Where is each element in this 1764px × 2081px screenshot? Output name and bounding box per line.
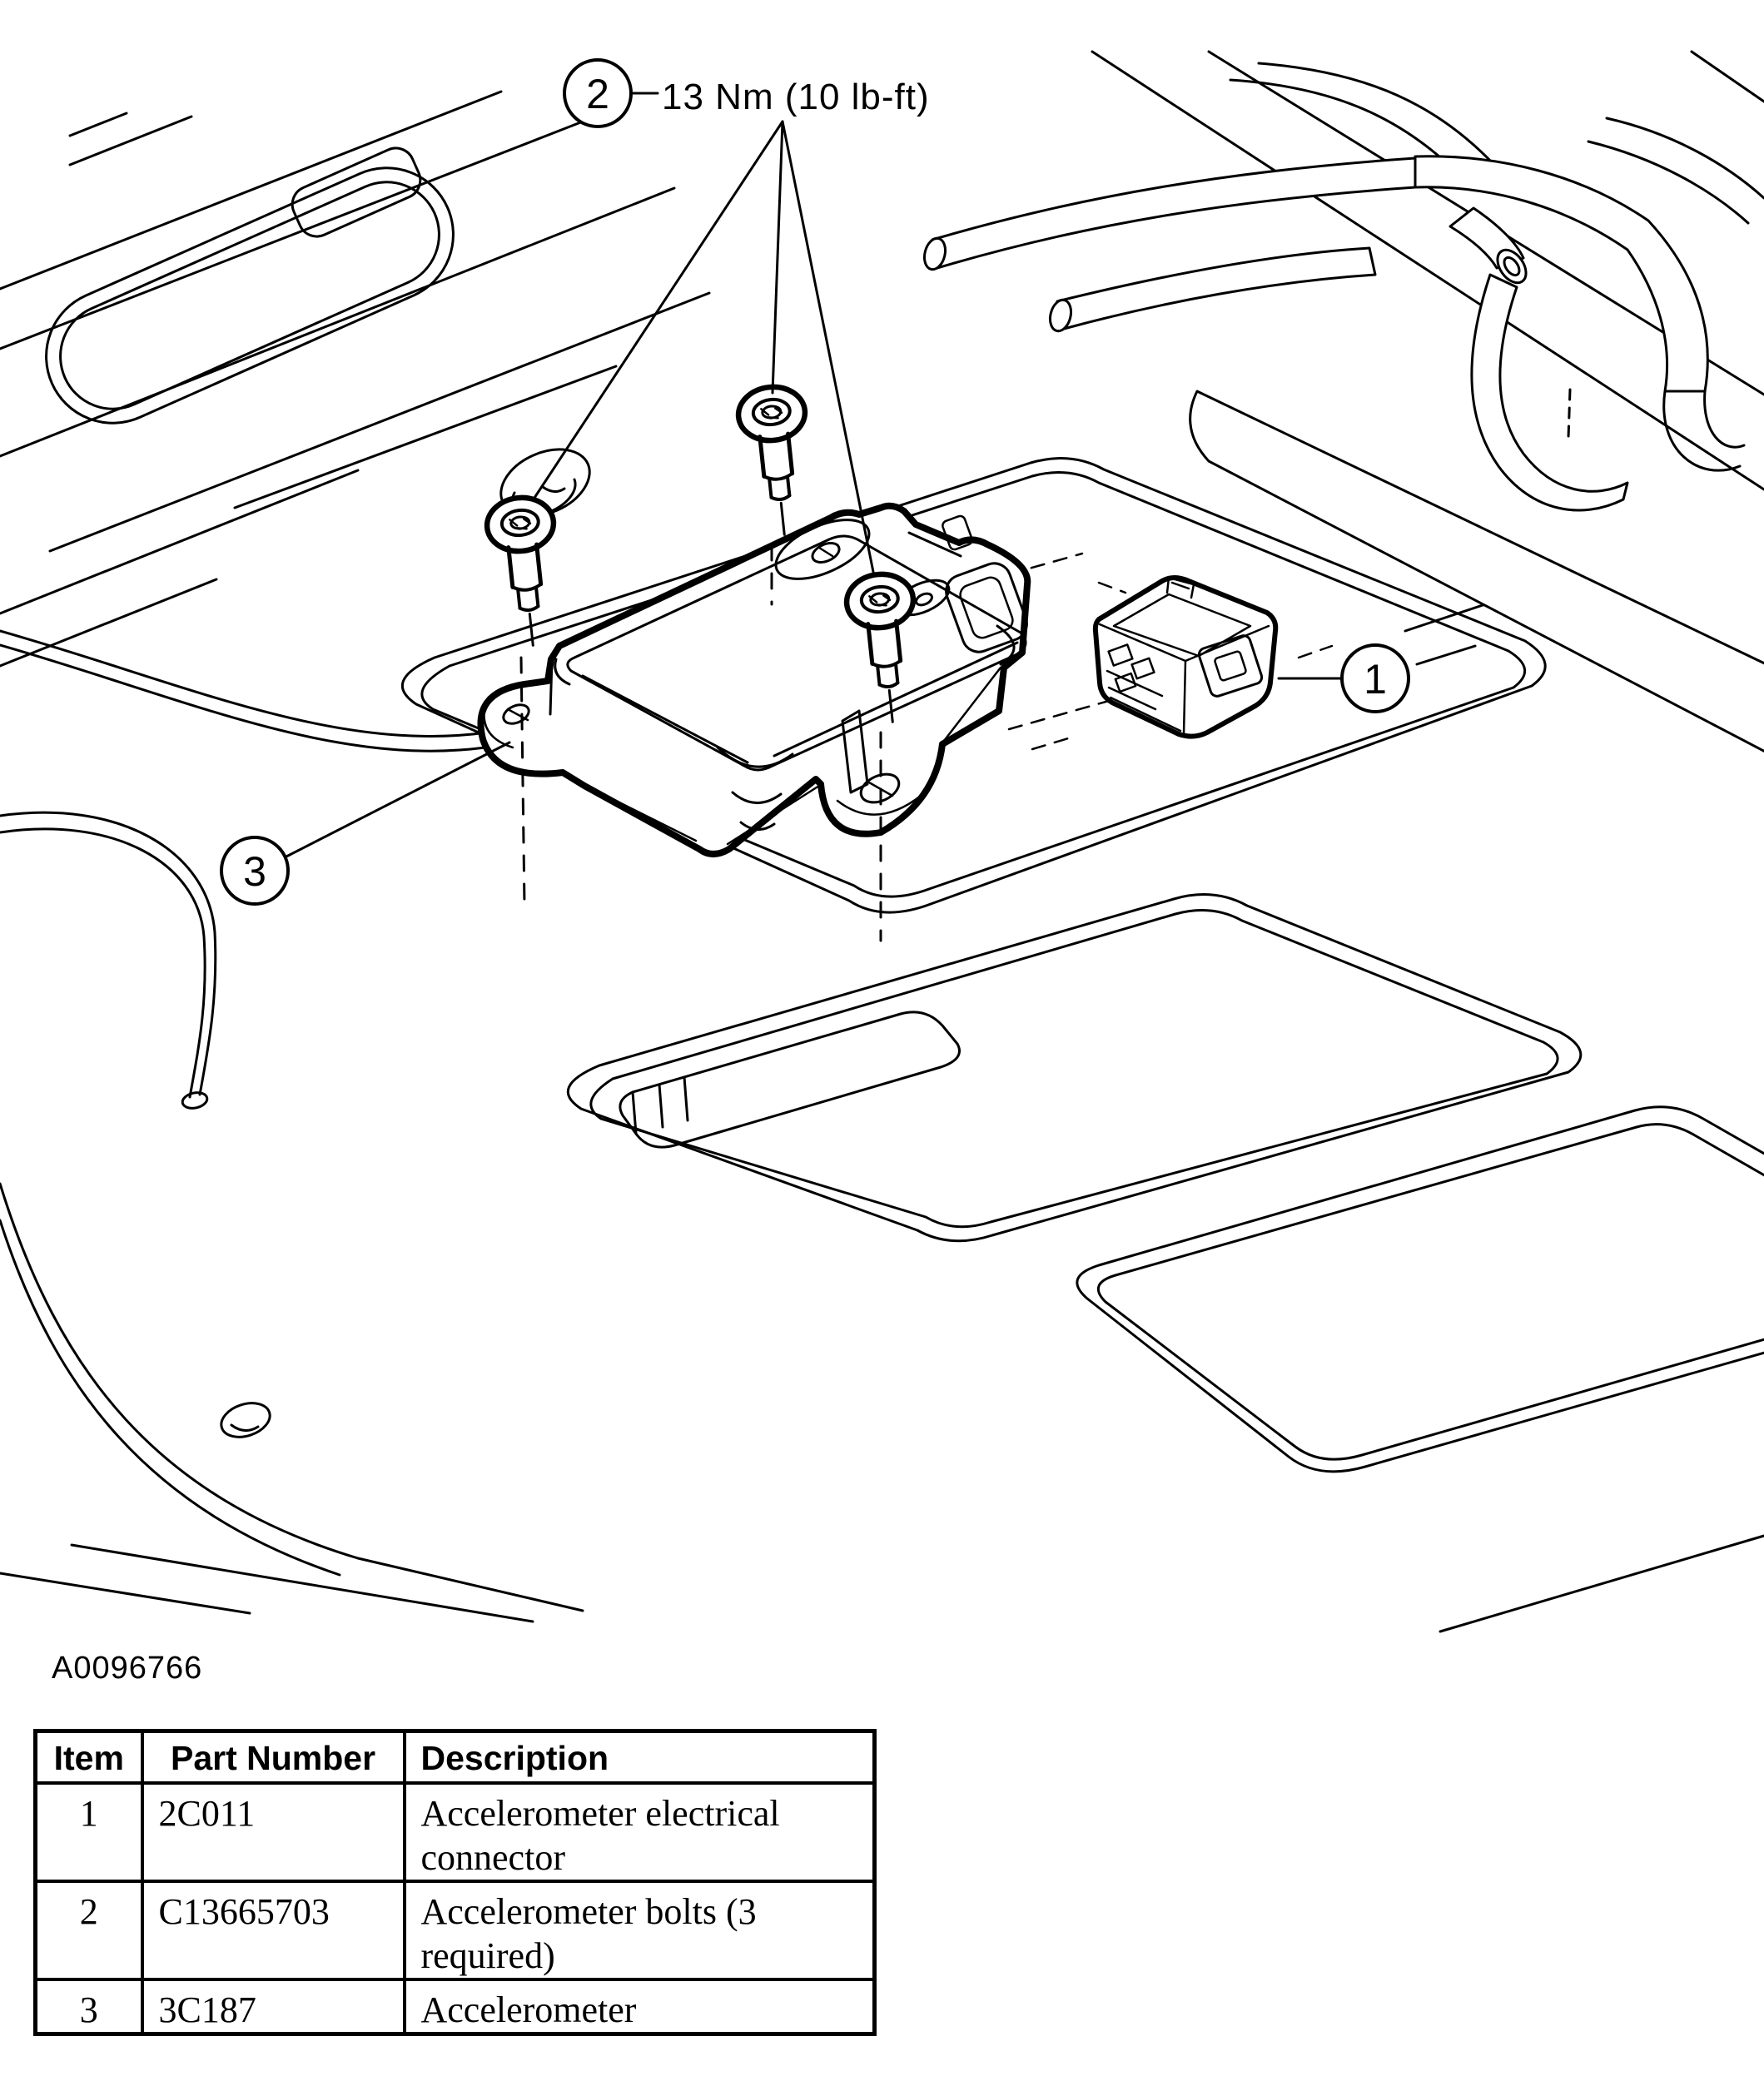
table-row: 1 2C011 Accelerometer electrical connect… xyxy=(33,1781,877,1883)
harness-tube xyxy=(1056,246,1377,330)
bolt-left xyxy=(484,494,566,648)
callout-3-number: 3 xyxy=(243,848,266,895)
wiring-harness xyxy=(922,62,1764,752)
callout-2-bubble xyxy=(563,58,633,128)
leader-line-bolt-right xyxy=(781,120,876,578)
callout-1-number: 1 xyxy=(1364,656,1387,703)
leader-line-bolt-middle xyxy=(771,120,784,395)
bolt-axis-dashes xyxy=(519,544,882,942)
cell-part-number: 3C187 xyxy=(140,1978,406,2036)
module-ear-hole-left xyxy=(502,703,530,725)
electrical-connector xyxy=(1092,575,1279,739)
connector-latch xyxy=(1165,576,1195,599)
accelerometer-module xyxy=(477,502,1031,857)
figure-code: A0096766 xyxy=(52,1651,202,1686)
header-description: Description xyxy=(402,1729,877,1785)
floor-wires-left xyxy=(0,629,489,1110)
panel-dimple-small xyxy=(220,1402,271,1438)
callout-1-bubble xyxy=(1340,643,1410,713)
callouts: 2 1 3 13 Nm (10 lb-ft) xyxy=(220,58,1410,906)
parts-table-header-row: Item Part Number Description xyxy=(33,1729,877,1785)
embossed-panel-bottom-center xyxy=(566,893,1583,1243)
module-ear-hole-right xyxy=(859,772,901,804)
panel-bottom-left xyxy=(0,1182,1764,1633)
cell-part-number: 2C011 xyxy=(140,1781,406,1883)
leader-line-module xyxy=(285,741,511,858)
header-item: Item xyxy=(33,1729,144,1785)
floor-pan-background xyxy=(0,50,1764,1633)
cell-part-number: C13665703 xyxy=(140,1880,406,1981)
callout-3-bubble xyxy=(220,836,290,906)
embossed-panel-top-left xyxy=(45,147,455,425)
cell-item: 1 xyxy=(33,1781,144,1883)
module-rear-boss xyxy=(774,519,871,580)
cell-item: 3 xyxy=(33,1978,144,2036)
table-row: 2 C13665703 Accelerometer bolts (3 requi… xyxy=(33,1880,877,1981)
table-row: 3 3C187 Accelerometer xyxy=(33,1978,877,2036)
cell-item: 2 xyxy=(33,1880,144,1981)
bolt-middle xyxy=(736,384,817,538)
callout-2-number: 2 xyxy=(586,71,609,117)
module-lid xyxy=(566,534,1027,772)
parts-table: Item Part Number Description 1 2C011 Acc… xyxy=(33,1729,877,2036)
connector-recess xyxy=(1197,634,1264,698)
sill-band xyxy=(1189,390,1764,752)
cell-description: Accelerometer xyxy=(402,1978,877,2036)
embossed-panel-bottom-right xyxy=(1076,1105,1764,1473)
header-part-number: Part Number xyxy=(140,1729,406,1785)
leader-line-bolt-left xyxy=(533,120,784,499)
module-socket xyxy=(945,562,1028,653)
cell-description: Accelerometer electrical connector xyxy=(402,1781,877,1883)
harness-wrap-tube xyxy=(1470,273,1629,512)
cell-description: Accelerometer bolts (3 required) xyxy=(402,1880,877,1981)
accelerometer-bolts xyxy=(484,384,926,942)
torque-spec-label: 13 Nm (10 lb-ft) xyxy=(662,77,930,117)
